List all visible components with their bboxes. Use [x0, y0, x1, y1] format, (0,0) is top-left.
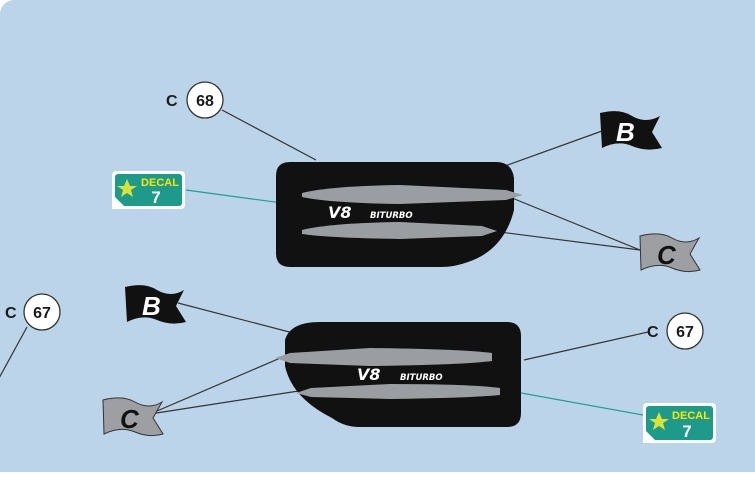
callout-68-prefix: C — [166, 93, 178, 110]
leader-line-68 — [221, 109, 317, 161]
bottom-trim-bar-lower — [296, 384, 500, 399]
decal-top-label: DECAL — [141, 177, 179, 189]
top-trim-bar-lower — [302, 222, 497, 239]
decal-top-number: 7 — [151, 188, 160, 207]
bottom-trim-bar-upper — [275, 348, 492, 366]
flag-c-right: C — [639, 233, 701, 273]
decal-top-box — [115, 174, 182, 206]
top-trim-panel: V8 BITURBO — [276, 162, 523, 267]
callout-67-right-prefix: C — [647, 324, 659, 341]
flag-b-left-letter: B — [142, 291, 161, 321]
bottom-trim-body — [285, 322, 521, 427]
bottom-badge-biturbo: BITURBO — [400, 373, 443, 383]
leader-line-c-right-1 — [511, 197, 641, 251]
decal-bottom-box — [646, 406, 713, 440]
decal-top-corner — [112, 194, 127, 209]
flag-b-top: B — [600, 111, 662, 150]
flag-b-left: B — [125, 285, 186, 324]
callout-67-left-prefix: C — [5, 305, 17, 322]
leader-lines — [0, 109, 649, 415]
callout-68-number: 68 — [196, 93, 214, 110]
callout-part-68: C 68 — [166, 81, 224, 119]
leader-line-67-left — [0, 326, 28, 378]
flag-c-left-letter: C — [120, 404, 140, 434]
top-trim-bar-upper — [302, 185, 523, 204]
bottom-trim-panel: V8 BITURBO — [275, 322, 521, 427]
callout-67-left-circle — [23, 293, 61, 331]
top-badge-v8: V8 — [328, 203, 352, 222]
decal-bottom-label: DECAL — [672, 410, 710, 422]
top-badge-biturbo: BITURBO — [370, 211, 413, 221]
decal-bottom-corner — [643, 428, 658, 443]
flag-b-top-shape — [600, 111, 662, 150]
callout-67-right-circle — [666, 312, 704, 350]
leader-line-c-left-2 — [149, 389, 306, 415]
leader-line-c-right-2 — [491, 230, 641, 251]
flag-c-left-shape — [102, 397, 164, 437]
decal-bottom: DECAL 7 — [643, 403, 716, 443]
flag-c-left: C — [102, 397, 164, 437]
callout-68-circle — [186, 81, 224, 119]
leader-line-c-left-1 — [149, 355, 286, 415]
bottom-badge-v8: V8 — [357, 365, 381, 384]
callout-67-right-number: 67 — [676, 324, 694, 341]
callout-part-67-right: C 67 — [647, 312, 704, 350]
flag-b-left-shape — [125, 285, 186, 324]
leader-line-67-right — [523, 331, 649, 361]
flag-b-top-letter: B — [616, 117, 635, 147]
star-icon — [117, 179, 137, 197]
decal-bottom-number: 7 — [682, 422, 691, 441]
flag-c-right-shape — [639, 233, 701, 273]
flag-c-right-letter: C — [657, 240, 677, 270]
callout-67-left-number: 67 — [33, 305, 51, 322]
star-icon — [649, 412, 669, 430]
decal-top: DECAL 7 — [112, 171, 185, 209]
callout-part-67-left: C 67 — [5, 293, 61, 331]
